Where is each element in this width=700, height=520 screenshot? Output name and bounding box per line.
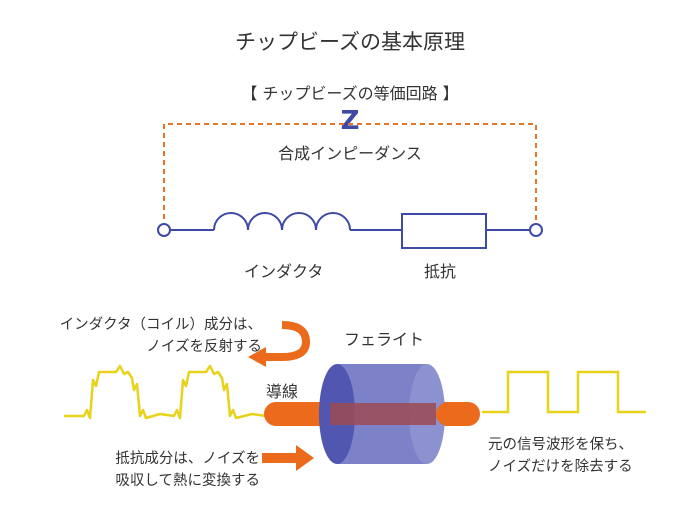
impedance-bracket bbox=[163, 123, 537, 228]
terminal-icon bbox=[157, 223, 171, 237]
inductor-coil-icon bbox=[213, 212, 351, 231]
absorb-text-line1: 抵抗成分は、ノイズを bbox=[115, 451, 260, 467]
impedance-symbol: Z bbox=[340, 106, 360, 136]
absorb-text-line2: 吸収して熱に変換する bbox=[115, 473, 260, 489]
u-turn-arrow-icon bbox=[248, 321, 311, 367]
clean-output-signal bbox=[482, 370, 646, 414]
resistor-icon bbox=[401, 213, 487, 249]
resistor-label: 抵抗 bbox=[424, 262, 457, 281]
conductor-wire-exit bbox=[436, 402, 480, 426]
noisy-input-signal bbox=[64, 364, 267, 420]
conductor-label: 導線 bbox=[266, 382, 299, 401]
inductor-label: インダクタ bbox=[244, 262, 324, 281]
output-text-line2: ノイズだけを除去する bbox=[488, 459, 633, 475]
ferrite-bead bbox=[319, 364, 445, 464]
equivalent-circuit bbox=[157, 212, 543, 249]
reflect-text-line2: ノイズを反射する bbox=[146, 339, 262, 355]
circuit-heading: 【 チップビーズの等価回路 】 bbox=[241, 84, 459, 103]
page-title: チップビーズの基本原理 bbox=[235, 30, 465, 54]
reflect-text-line1: インダクタ（コイル）成分は、 bbox=[59, 317, 262, 333]
output-text-line1: 元の信号波形を保ち、 bbox=[488, 437, 633, 453]
impedance-label: 合成インピーダンス bbox=[278, 144, 422, 163]
right-arrow-icon bbox=[262, 445, 314, 471]
ferrite-label: フェライト bbox=[344, 330, 425, 349]
terminal-icon bbox=[529, 223, 543, 237]
